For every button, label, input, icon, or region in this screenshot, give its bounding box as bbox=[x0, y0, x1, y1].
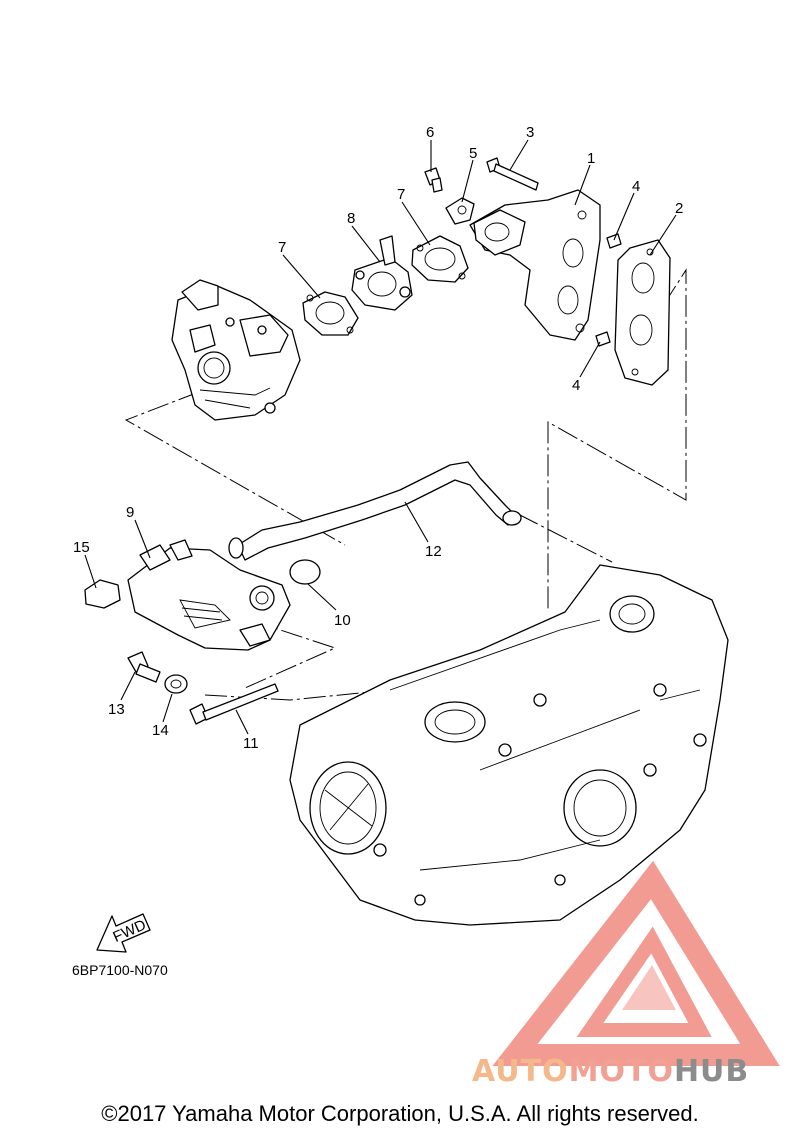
clamp-5 bbox=[445, 197, 475, 225]
callout-13: 13 bbox=[108, 701, 125, 718]
copyright-footer: ©2017 Yamaha Motor Corporation, U.S.A. A… bbox=[101, 1101, 699, 1126]
bolt-13 bbox=[127, 651, 161, 683]
callout-9: 9 bbox=[126, 504, 134, 521]
grommet-14 bbox=[164, 674, 188, 694]
fwd-arrow-icon: FWD bbox=[96, 913, 151, 953]
insulator-8 bbox=[351, 235, 413, 311]
callout-11: 11 bbox=[243, 735, 259, 752]
callout-7-left: 7 bbox=[278, 239, 286, 256]
bolt-11 bbox=[189, 683, 279, 725]
bolt-6 bbox=[424, 167, 443, 193]
manifold-gasket-2 bbox=[614, 239, 671, 386]
engine-block bbox=[289, 564, 729, 926]
gasket-7-left bbox=[302, 291, 359, 336]
bolt-3 bbox=[486, 157, 539, 191]
dowel-pin-4-lower bbox=[595, 331, 611, 347]
brand-part-auto: AUTO bbox=[472, 1054, 569, 1089]
fwd-label: FWD bbox=[111, 916, 149, 945]
diagram-reference-code: 6BP7100-N070 bbox=[72, 962, 168, 978]
callout-2: 2 bbox=[675, 200, 683, 217]
gasket-7-right bbox=[411, 235, 469, 283]
brand-part-hub: HUB bbox=[673, 1054, 750, 1089]
leader-lines bbox=[84, 139, 677, 735]
callout-5: 5 bbox=[469, 145, 477, 162]
callout-15: 15 bbox=[73, 539, 90, 556]
callout-4-upper: 4 bbox=[632, 178, 640, 195]
callout-labels: 1 2 3 4 4 5 6 7 7 8 9 10 11 12 13 14 15 bbox=[73, 124, 683, 752]
watermark-brand-text: AUTOMOTOHUB bbox=[472, 1054, 749, 1089]
callout-12: 12 bbox=[425, 543, 442, 560]
callout-7-right: 7 bbox=[397, 186, 405, 203]
silencer-9 bbox=[127, 539, 291, 651]
callout-14: 14 bbox=[152, 722, 169, 739]
intake-manifold-1 bbox=[469, 189, 601, 341]
clip-15 bbox=[84, 579, 121, 609]
carburetor bbox=[171, 279, 301, 421]
callout-1: 1 bbox=[587, 150, 595, 167]
callout-8: 8 bbox=[347, 210, 355, 227]
callout-10: 10 bbox=[334, 612, 351, 629]
callout-6: 6 bbox=[426, 124, 434, 141]
callout-4-lower: 4 bbox=[572, 377, 580, 394]
hose-12 bbox=[228, 461, 522, 561]
dowel-pin-4-upper bbox=[606, 233, 622, 249]
o-ring-10 bbox=[289, 559, 321, 585]
watermark-logo bbox=[492, 860, 780, 1066]
callout-3: 3 bbox=[526, 124, 534, 141]
brand-part-moto: MOTO bbox=[568, 1054, 674, 1089]
